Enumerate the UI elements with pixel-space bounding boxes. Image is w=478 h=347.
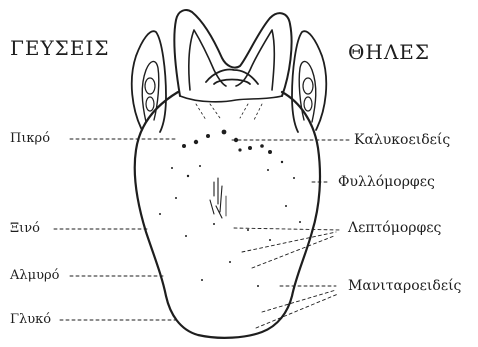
root-ridge xyxy=(180,96,282,102)
median-sulcus xyxy=(210,178,226,218)
right-fold-outer xyxy=(292,31,326,132)
right-fold-inner xyxy=(299,61,316,122)
right-tonsil-lower xyxy=(304,97,312,111)
fungiform-leader-line-3 xyxy=(256,294,338,328)
papilla-label-filiform: Λεπτόμορφες xyxy=(348,221,441,235)
filiform-leader-line-1 xyxy=(234,228,340,230)
right-tonsil-upper xyxy=(303,78,313,94)
papilla-label-fungiform: Μανιταροειδείς xyxy=(348,279,461,293)
tongue-outline xyxy=(135,92,320,338)
taste-label-salty: Αλμυρό xyxy=(10,269,59,282)
left-tonsil-upper xyxy=(145,78,155,94)
taste-label-sweet: Γλυκό xyxy=(10,313,51,326)
tastes-heading: ΓΕΥΣΕΙΣ xyxy=(10,38,109,58)
left-tonsil-lower xyxy=(146,97,154,111)
papilla-label-foliate: Φυλλόμορφες xyxy=(338,175,435,189)
taste-leaders xyxy=(54,139,180,320)
taste-label-bitter: Πικρό xyxy=(10,132,50,145)
epiglottis-arch xyxy=(206,70,258,85)
papillae-heading: ΘΗΛΕΣ xyxy=(348,42,430,62)
papilla-label-circumvallate: Καλυκοειδείς xyxy=(354,133,450,147)
fungiform-leader-line-2 xyxy=(262,290,336,312)
circumvallate-papillae xyxy=(182,130,272,154)
filiform-leader-line-2 xyxy=(242,232,336,252)
taste-label-sour: Ξινό xyxy=(10,222,40,235)
papillae-texture xyxy=(159,161,301,287)
root-hatching xyxy=(196,104,262,120)
filiform-leader-line-3 xyxy=(252,236,334,268)
left-fold-inner xyxy=(142,61,159,122)
epiglottis-cap xyxy=(214,80,250,85)
